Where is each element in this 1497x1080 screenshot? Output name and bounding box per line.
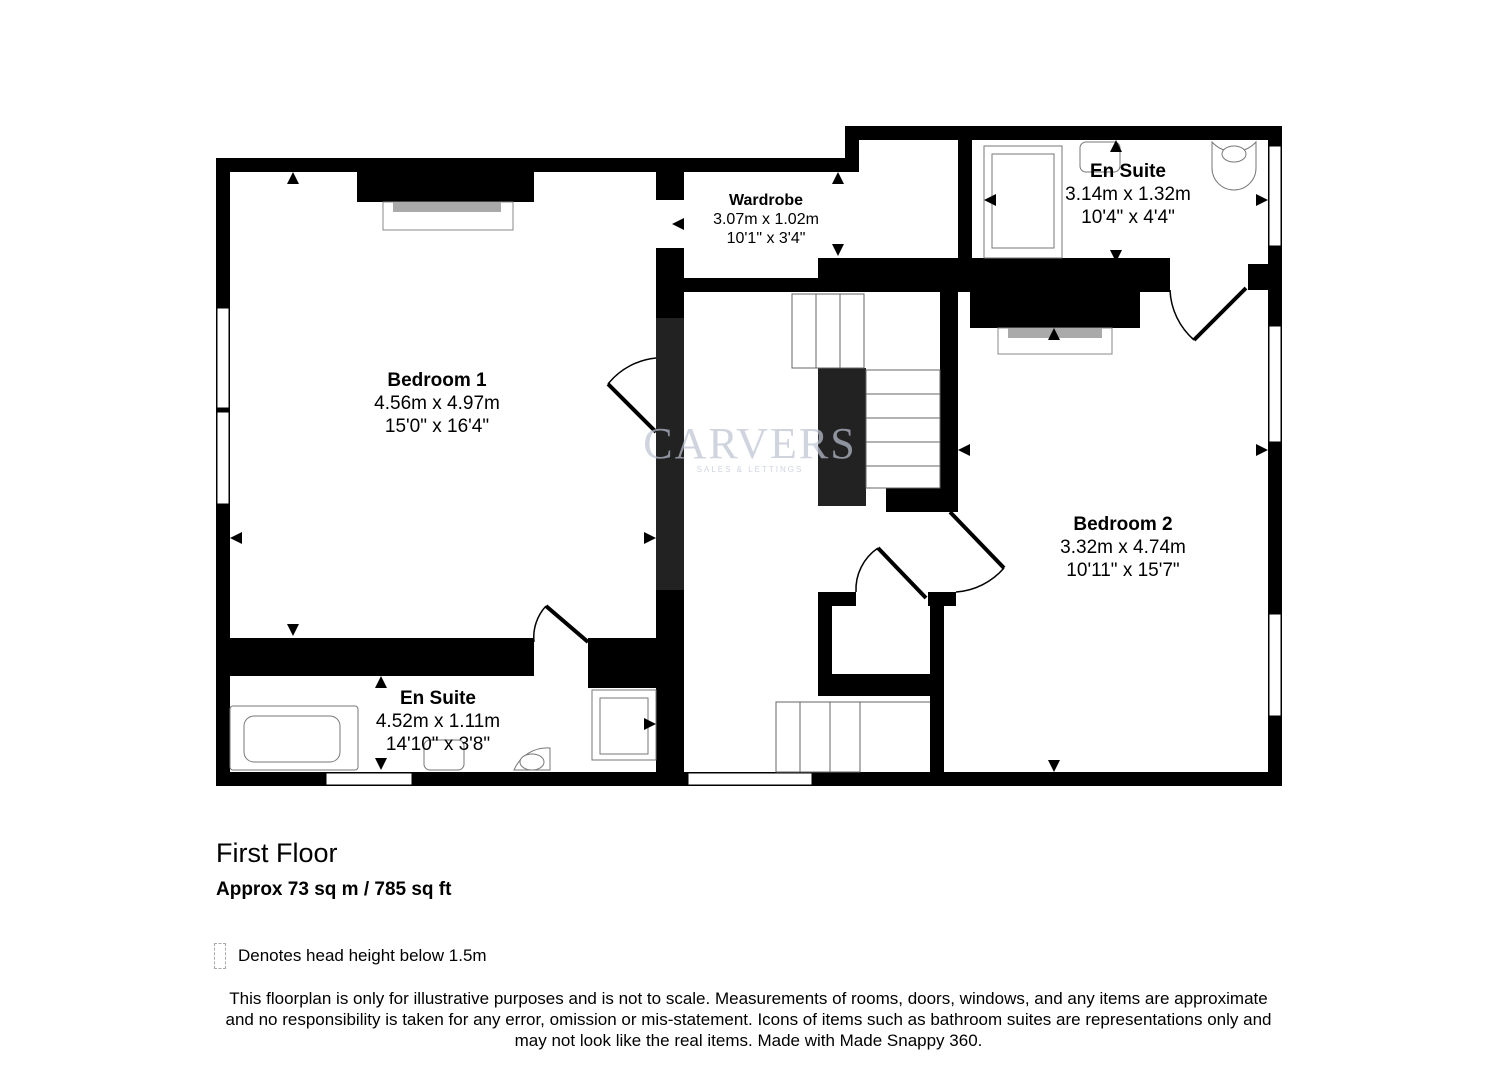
room-imperial: 10'4" x 4'4" xyxy=(1081,206,1175,228)
room-label-en-suite-1: En Suite 4.52m x 1.11m 14'10" x 3'8" xyxy=(376,688,500,756)
room-imperial: 14'10" x 3'8" xyxy=(385,733,491,755)
walls xyxy=(216,126,1282,786)
room-name: En Suite xyxy=(1089,161,1167,182)
room-name: Wardrobe xyxy=(728,192,804,209)
fireplaces xyxy=(382,201,1113,355)
windows xyxy=(216,145,1282,786)
room-metric: 4.52m x 1.11m xyxy=(375,710,501,732)
room-metric: 3.32m x 4.74m xyxy=(1060,536,1186,558)
room-label-wardrobe: Wardrobe 3.07m x 1.02m 10'1" x 3'4" xyxy=(713,191,819,249)
watermark: CARVERS SALES & LETTINGS xyxy=(643,418,856,474)
room-name: Bedroom 2 xyxy=(1073,514,1173,535)
room-metric: 3.14m x 1.32m xyxy=(1065,183,1191,205)
room-label-bedroom-2: Bedroom 2 3.32m x 4.74m 10'11" x 15'7" xyxy=(1060,514,1186,582)
room-metric: 4.56m x 4.97m xyxy=(374,392,500,414)
disclaimer-line: may not look like the real items. Made w… xyxy=(514,1031,983,1050)
room-metric: 3.07m x 1.02m xyxy=(713,211,819,229)
watermark-tagline: SALES & LETTINGS xyxy=(696,465,804,474)
legend-label: Denotes head height below 1.5m xyxy=(238,946,487,965)
disclaimer: This floorplan is only for illustrative … xyxy=(180,988,1317,1051)
watermark-brand: CARVERS xyxy=(643,419,857,468)
room-label-bedroom-1: Bedroom 1 4.56m x 4.97m 15'0" x 16'4" xyxy=(374,370,500,438)
disclaimer-line: and no responsibility is taken for any e… xyxy=(225,1010,1272,1029)
disclaimer-line: This floorplan is only for illustrative … xyxy=(229,989,1268,1008)
room-imperial: 10'11" x 15'7" xyxy=(1066,559,1180,581)
room-label-en-suite-2: En Suite 3.14m x 1.32m 10'4" x 4'4" xyxy=(1065,161,1191,229)
doors xyxy=(533,286,1248,644)
legend: Denotes head height below 1.5m xyxy=(214,943,487,969)
room-imperial: 10'1" x 3'4" xyxy=(726,230,806,248)
room-name: En Suite xyxy=(399,688,477,709)
room-imperial: 15'0" x 16'4" xyxy=(384,415,490,437)
staircase xyxy=(775,293,941,773)
floor-plan-drawing xyxy=(216,126,1282,786)
low-head-height-swatch xyxy=(214,943,226,969)
bath-fixtures xyxy=(229,140,1257,771)
dimension-markers xyxy=(230,140,1268,772)
floor-area: Approx 73 sq m / 785 sq ft xyxy=(216,879,452,900)
floor-plan: CARVERS SALES & LETTINGS Bedroom 1 4.56m… xyxy=(216,126,1282,786)
room-name: Bedroom 1 xyxy=(387,370,487,391)
floor-title: First Floor xyxy=(216,838,338,868)
